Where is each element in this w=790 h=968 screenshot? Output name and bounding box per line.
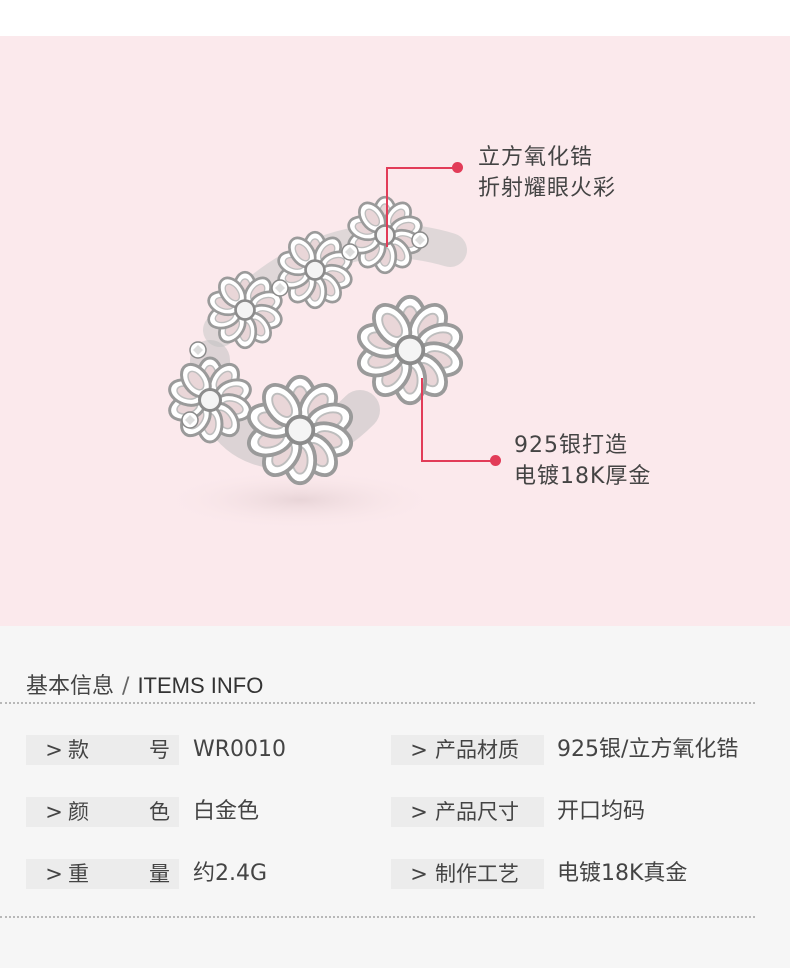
spec-value-material: 925银/立方氧化锆 (557, 737, 739, 762)
spec-label-color: >颜色 (26, 797, 179, 827)
callout-bottom-leader (421, 460, 493, 462)
callout-top-leader-vertical (386, 167, 388, 247)
spec-label-weight: >重量 (26, 859, 179, 889)
callout-top-leader (386, 167, 458, 169)
ring-image (150, 160, 490, 540)
callout-top-dot (452, 162, 463, 173)
spec-value-model: WR0010 (193, 737, 287, 762)
heading-separator: / (122, 674, 130, 699)
callout-silver: 925银打造 电镀18K厚金 (514, 430, 651, 492)
callout-bottom-leader-vertical (421, 378, 423, 462)
callout-zirconia-line1: 立方氧化锆 (478, 145, 594, 170)
spec-value-weight: 约2.4G (193, 861, 268, 886)
top-dotted-divider (0, 702, 755, 704)
spec-label-craft: >制作工艺 (391, 859, 544, 889)
top-margin (0, 0, 790, 36)
spec-label-model: >款号 (26, 735, 179, 765)
callout-silver-line1: 925银打造 (514, 433, 628, 458)
bottom-dotted-divider (0, 916, 755, 918)
callout-silver-line2: 电镀18K厚金 (514, 464, 652, 489)
heading-cn: 基本信息 (26, 674, 115, 699)
callout-bottom-dot (490, 455, 501, 466)
spec-value-craft: 电镀18K真金 (557, 861, 688, 886)
section-heading: 基本信息 / ITEMS INFO (26, 668, 263, 700)
spec-value-size: 开口均码 (557, 799, 646, 824)
heading-en: ITEMS INFO (137, 673, 264, 698)
spec-label-size: >产品尺寸 (391, 797, 544, 827)
callout-zirconia-line2: 折射耀眼火彩 (478, 176, 617, 201)
spec-value-color: 白金色 (193, 799, 260, 824)
callout-zirconia: 立方氧化锆 折射耀眼火彩 (478, 142, 616, 204)
ring-icon (160, 160, 490, 530)
spec-label-material: >产品材质 (391, 735, 544, 765)
